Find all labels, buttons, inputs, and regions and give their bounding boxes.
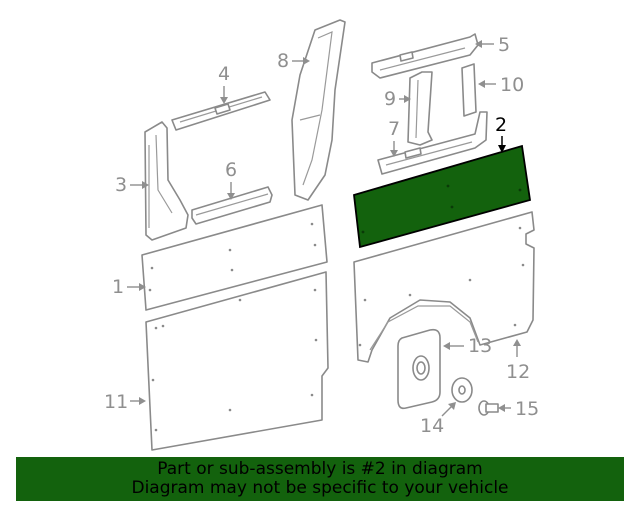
svg-text:4: 4 (218, 63, 230, 85)
part-2-highlighted-panel[interactable] (353, 144, 532, 249)
svg-text:5: 5 (498, 34, 510, 56)
callout-14: 14 (420, 402, 456, 437)
diagram-notice-banner: Part or sub-assembly is #2 in diagram Di… (16, 457, 624, 501)
svg-text:7: 7 (388, 118, 400, 140)
svg-text:2: 2 (495, 114, 507, 136)
callout-9: 9 (384, 88, 411, 110)
part-14-grommet[interactable] (451, 377, 473, 403)
callout-5: 5 (475, 34, 510, 56)
svg-text:13: 13 (468, 335, 492, 357)
callout-6: 6 (225, 159, 237, 200)
part-10-narrow-strip[interactable] (461, 63, 477, 117)
svg-text:8: 8 (277, 50, 289, 72)
part-6-small-panel[interactable] (191, 186, 273, 225)
svg-text:9: 9 (384, 88, 396, 110)
callout-15: 15 (498, 398, 539, 420)
part-4-upper-strip[interactable] (171, 91, 271, 131)
svg-text:15: 15 (515, 398, 539, 420)
callout-11: 11 (104, 391, 146, 413)
parts-diagram: 1 2 3 4 5 6 7 8 9 10 (104, 19, 539, 451)
svg-text:6: 6 (225, 159, 237, 181)
banner-line-part: Part or sub-assembly is #2 in diagram (157, 459, 483, 479)
svg-text:14: 14 (420, 415, 444, 437)
callout-8: 8 (277, 50, 310, 72)
part-12-body-panel[interactable] (353, 211, 535, 363)
callout-10: 10 (478, 74, 524, 96)
callout-12: 12 (506, 339, 530, 383)
part-3-front-pillar-trim[interactable] (144, 121, 189, 241)
svg-text:11: 11 (104, 391, 128, 413)
part-15-screw[interactable] (478, 400, 499, 416)
callout-3: 3 (115, 174, 149, 196)
part-13-access-cover[interactable] (397, 328, 441, 410)
part-11-lower-panel[interactable] (145, 271, 329, 451)
svg-text:3: 3 (115, 174, 127, 196)
svg-text:12: 12 (506, 361, 530, 383)
callout-4: 4 (218, 63, 230, 104)
svg-text:1: 1 (112, 276, 124, 298)
part-9-center-strip[interactable] (407, 71, 433, 146)
callout-1: 1 (112, 276, 146, 298)
part-8-pillar-trim[interactable] (291, 19, 346, 201)
callout-13: 13 (443, 335, 492, 357)
callout-2: 2 (495, 114, 507, 153)
part-1-upper-panel[interactable] (141, 204, 328, 311)
banner-line-disclaimer: Diagram may not be specific to your vehi… (131, 478, 509, 498)
part-7-window-trim[interactable] (377, 111, 488, 175)
part-5-roof-rail-trim[interactable] (371, 33, 479, 79)
svg-text:10: 10 (500, 74, 524, 96)
callout-7: 7 (388, 118, 400, 157)
